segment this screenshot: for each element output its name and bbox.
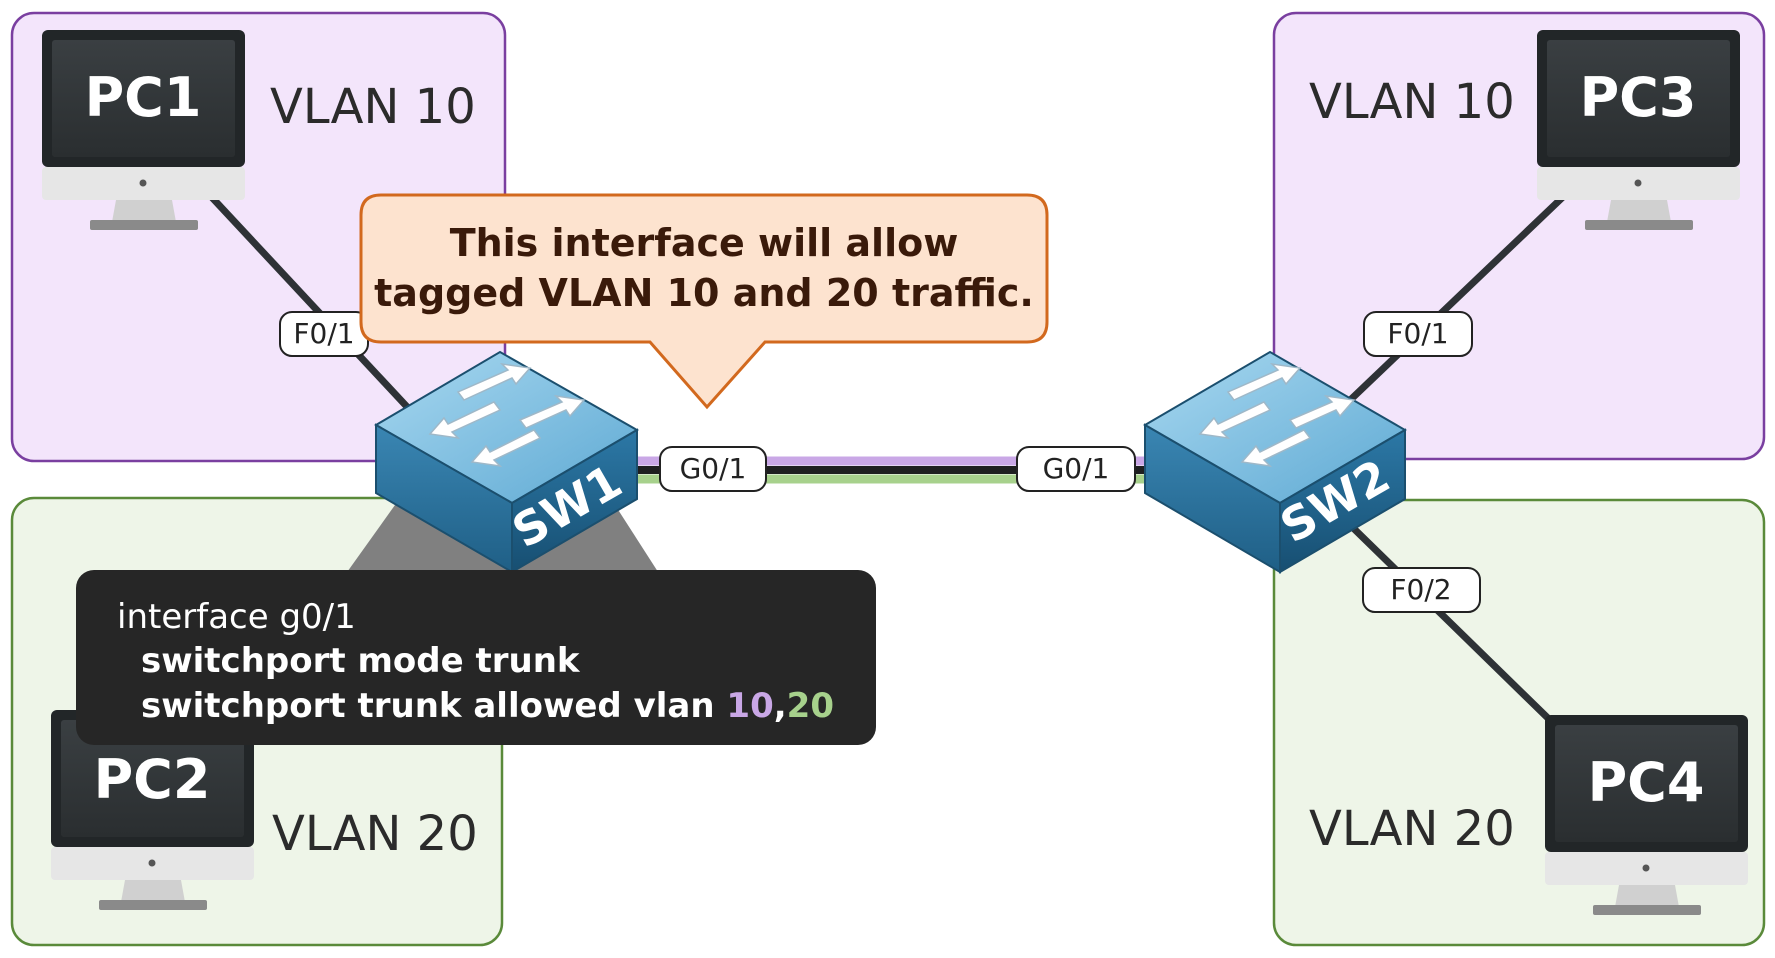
port-label-sw2-f01: F0/1: [1363, 311, 1473, 357]
pc1: PC1: [42, 30, 245, 230]
vlan-label-bottom-left: VLAN 20: [272, 806, 478, 862]
svg-text:F0/1: F0/1: [293, 317, 354, 350]
svg-text:G0/1: G0/1: [680, 452, 747, 485]
pc2-label: PC2: [94, 748, 211, 811]
link-pc3-sw2: [1342, 192, 1568, 408]
vlan-label-top-right: VLAN 10: [1309, 74, 1515, 130]
config-line-2: switchport mode trunk: [141, 641, 581, 681]
callout-bubble: This interface will allow tagged VLAN 10…: [359, 193, 1049, 410]
svg-text:F0/2: F0/2: [1390, 573, 1451, 606]
svg-text:G0/1: G0/1: [1043, 452, 1110, 485]
callout-line-1: This interface will allow: [450, 221, 959, 265]
link-pc1-sw1: [202, 187, 413, 413]
pc4-label: PC4: [1588, 751, 1705, 814]
callout-line-2: tagged VLAN 10 and 20 traffic.: [374, 271, 1034, 315]
config-vlan-10: 10: [726, 686, 773, 726]
config-line-3: switchport trunk allowed vlan 10,20: [141, 686, 834, 726]
config-vlan-20: 20: [787, 686, 834, 726]
pc1-label: PC1: [85, 66, 202, 129]
pc4: PC4: [1545, 715, 1748, 915]
vlan-label-bottom-right: VLAN 20: [1309, 801, 1515, 857]
switch-arrows-icon: [1198, 362, 1356, 468]
switch-sw1: SW1: [374, 350, 640, 574]
switch-sw2: SW2: [1143, 350, 1407, 574]
config-box: interface g0/1 switchport mode trunk swi…: [76, 570, 876, 745]
vlan-label-top-left: VLAN 10: [270, 79, 476, 135]
port-label-sw1-g01: G0/1: [659, 446, 767, 492]
pc3: PC3: [1537, 30, 1740, 230]
svg-text:F0/1: F0/1: [1387, 317, 1448, 350]
port-label-sw2-f02: F0/2: [1362, 567, 1481, 613]
pc3-label: PC3: [1580, 66, 1697, 129]
config-line-1: interface g0/1: [117, 597, 356, 637]
link-pc4-sw2: [1342, 517, 1558, 728]
switch-arrows-icon: [428, 362, 586, 468]
port-label-sw2-g01: G0/1: [1016, 446, 1136, 492]
port-label-sw1-f01: F0/1: [279, 311, 369, 357]
